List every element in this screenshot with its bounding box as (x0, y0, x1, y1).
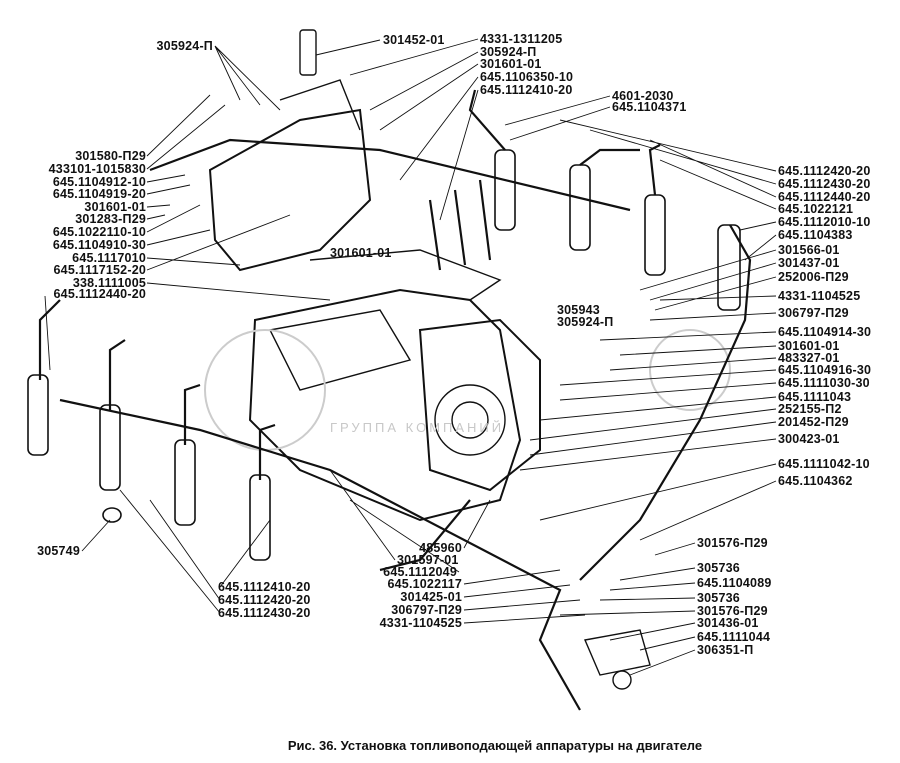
callout-label: 645.1104371 (612, 100, 687, 114)
callout-label: 645.1111030-30 (778, 376, 870, 390)
leader-lines (44, 38, 777, 676)
fuel-lines (38, 89, 752, 711)
callout-label: 305924-П (480, 45, 537, 59)
callout-label: 252006-П29 (778, 270, 849, 284)
callout-label: 645.1104919-20 (52, 187, 146, 201)
callout-label: 645.1104916-30 (778, 363, 872, 377)
callout-label: 645.1112049 (383, 565, 457, 579)
callout-label: 645.1104383 (778, 228, 853, 242)
callout-label: 645.1112420-20 (218, 593, 311, 607)
callout-label: 201452-П29 (778, 415, 849, 429)
callout-label: 645.1106350-10 (480, 70, 574, 84)
callout-label: 338.1111005 (72, 276, 146, 290)
callout-label: 301436-01 (697, 616, 759, 630)
callout-label: 645.1112010-10 (778, 215, 871, 229)
callout-label: 301425-01 (400, 590, 462, 604)
callout-label: 4331-1104525 (379, 616, 462, 630)
callout-label: 301580-П29 (75, 149, 146, 163)
callout-label: 301601-01 (84, 200, 146, 214)
callout-label: 305736 (697, 561, 740, 575)
callout-label: 645.1104914-30 (778, 325, 872, 339)
injectors-right (494, 149, 741, 311)
callout-label: 306351-П (697, 643, 754, 657)
callout-label: 645.1112430-20 (778, 177, 871, 191)
callout-label: 305924-П (557, 315, 614, 329)
callout-label: 645.1022110-10 (52, 225, 146, 239)
callout-label: 645.1112420-20 (778, 164, 871, 178)
callout-label: 645.1022121 (778, 202, 854, 216)
callout-label: 301437-01 (778, 256, 840, 270)
callout-label: 301283-П29 (75, 212, 146, 226)
injectors-left (27, 374, 271, 561)
callout-label: 433101-1015830 (48, 162, 146, 176)
callout-label: 301601-01 (480, 57, 542, 71)
callout-label: 305943 (557, 303, 600, 317)
callout-label: 4331-1104525 (778, 289, 861, 303)
callout-label: 645.1112410-20 (480, 83, 573, 97)
callout-label: 301566-01 (778, 243, 840, 257)
callout-label: 301576-П29 (697, 604, 768, 618)
callout-label: 301576-П29 (697, 536, 768, 550)
callout-label: 645.1112440-20 (53, 287, 146, 301)
callout-label: 306797-П29 (778, 306, 849, 320)
callout-label: 483327-01 (778, 351, 840, 365)
callout-label: 301597-01 (397, 553, 459, 567)
mounting-plate (584, 629, 651, 676)
callout-label: 645.1117152-20 (53, 263, 146, 277)
callout-label: 645.1104089 (697, 576, 772, 590)
callout-label: 645.1104912-10 (52, 175, 146, 189)
callout-label: 645.1112430-20 (218, 606, 311, 620)
callout-label: 301601-01 (778, 339, 840, 353)
figure-caption: Рис. 36. Установка топливоподающей аппар… (287, 738, 703, 753)
callout-label: 306797-П29 (391, 603, 462, 617)
callout-label: 645.1111044 (697, 630, 771, 644)
callout-label: 645.1104910-30 (52, 238, 146, 252)
callout-label: 305749 (37, 544, 80, 558)
callout-label: 300423-01 (778, 432, 840, 446)
callout-label: 645.1117010 (72, 251, 146, 265)
callout-label: 645.1104362 (778, 474, 853, 488)
callout-label: 645.1111042-10 (778, 457, 870, 471)
callout-label: 301601-01 (330, 246, 392, 260)
callout-label: 645.1112440-20 (778, 190, 871, 204)
callout-label: 305924-П (156, 39, 213, 53)
callout-label: 4331-1311205 (480, 32, 563, 46)
callout-label: 645.1112410-20 (218, 580, 311, 594)
watermark-text: ГРУППА КОМПАНИЙ (330, 420, 505, 435)
callout-label: 305736 (697, 591, 740, 605)
callout-label: 301452-01 (383, 33, 445, 47)
callout-label: 4601-2030 (612, 89, 674, 103)
callout-label: 485960 (419, 541, 462, 555)
filter-housing (208, 108, 372, 272)
callout-label: 645.1022117 (387, 577, 462, 591)
callout-label: 645.1111043 (778, 390, 852, 404)
fuel-pump-body (248, 288, 522, 522)
callout-label: 252155-П2 (778, 402, 842, 416)
